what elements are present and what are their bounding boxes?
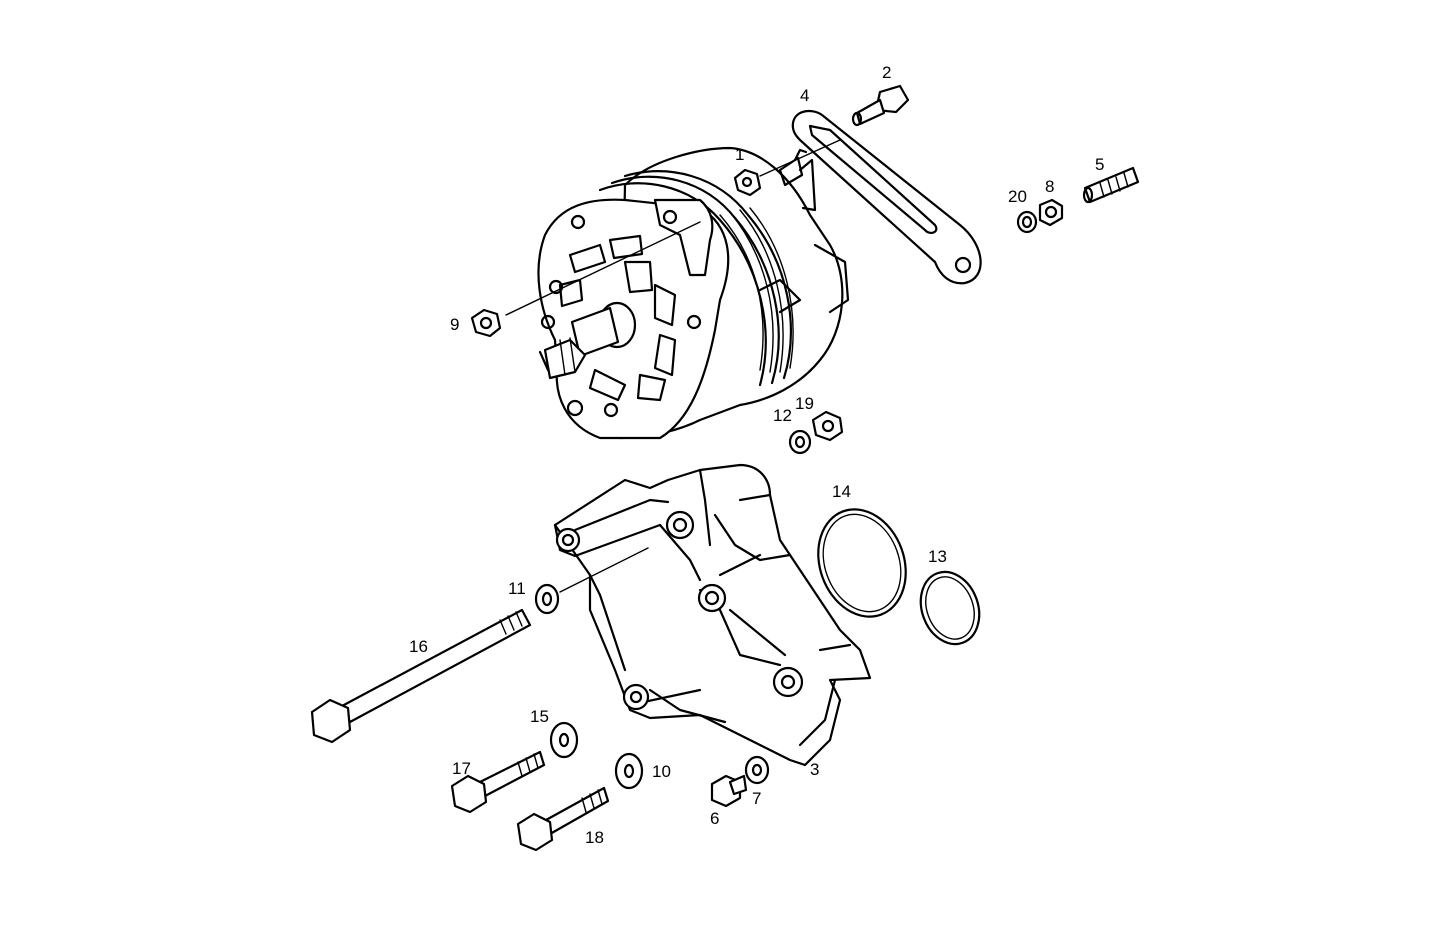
- bolt-18: [516, 786, 610, 852]
- plug-6: [710, 774, 748, 808]
- callout-19: 19: [795, 394, 814, 413]
- stud-5: [1082, 166, 1140, 204]
- leader-11: [559, 547, 649, 593]
- callout-11: 11: [508, 579, 526, 598]
- o-ring-14: [817, 508, 907, 618]
- bolt-16: [310, 608, 532, 744]
- callout-8: 8: [1045, 177, 1054, 196]
- callout-15: 15: [530, 707, 549, 726]
- callout-6: 6: [710, 809, 719, 828]
- alternator: [537, 146, 850, 440]
- callout-12: 12: [773, 406, 792, 425]
- callout-17: 17: [452, 759, 471, 778]
- nut-1: [733, 168, 762, 197]
- nut-8: [1038, 198, 1064, 227]
- callout-13: 13: [928, 547, 947, 566]
- washer-7: [744, 755, 770, 785]
- adjusting-strap: [791, 109, 982, 285]
- washer-20: [1016, 210, 1038, 234]
- nut-9: [470, 308, 502, 338]
- callout-5: 5: [1095, 155, 1104, 174]
- bolt-2: [851, 84, 910, 127]
- leader-1: [759, 139, 841, 177]
- callout-2: 2: [882, 63, 891, 82]
- callout-3: 3: [810, 760, 819, 779]
- washer-10: [614, 752, 644, 790]
- washer-11: [534, 583, 560, 615]
- leader-9: [505, 221, 701, 316]
- callout-7: 7: [752, 789, 761, 808]
- callout-18: 18: [585, 828, 604, 847]
- callout-16: 16: [409, 637, 428, 656]
- callout-4: 4: [800, 86, 809, 105]
- mounting-bracket: [553, 463, 872, 767]
- washer-12: [788, 429, 812, 455]
- bolt-17: [450, 750, 546, 814]
- o-ring-13: [919, 570, 981, 646]
- callout-14: 14: [832, 482, 851, 501]
- nut-19: [811, 410, 844, 442]
- callout-9: 9: [450, 315, 459, 334]
- callout-1: 1: [735, 145, 744, 164]
- callout-labels: 1 2 3 4 5 6 7 8 9 10 11 12 13 14 15 16 1…: [409, 63, 1104, 847]
- washer-15: [549, 721, 579, 759]
- callout-10: 10: [652, 762, 671, 781]
- callout-20: 20: [1008, 187, 1027, 206]
